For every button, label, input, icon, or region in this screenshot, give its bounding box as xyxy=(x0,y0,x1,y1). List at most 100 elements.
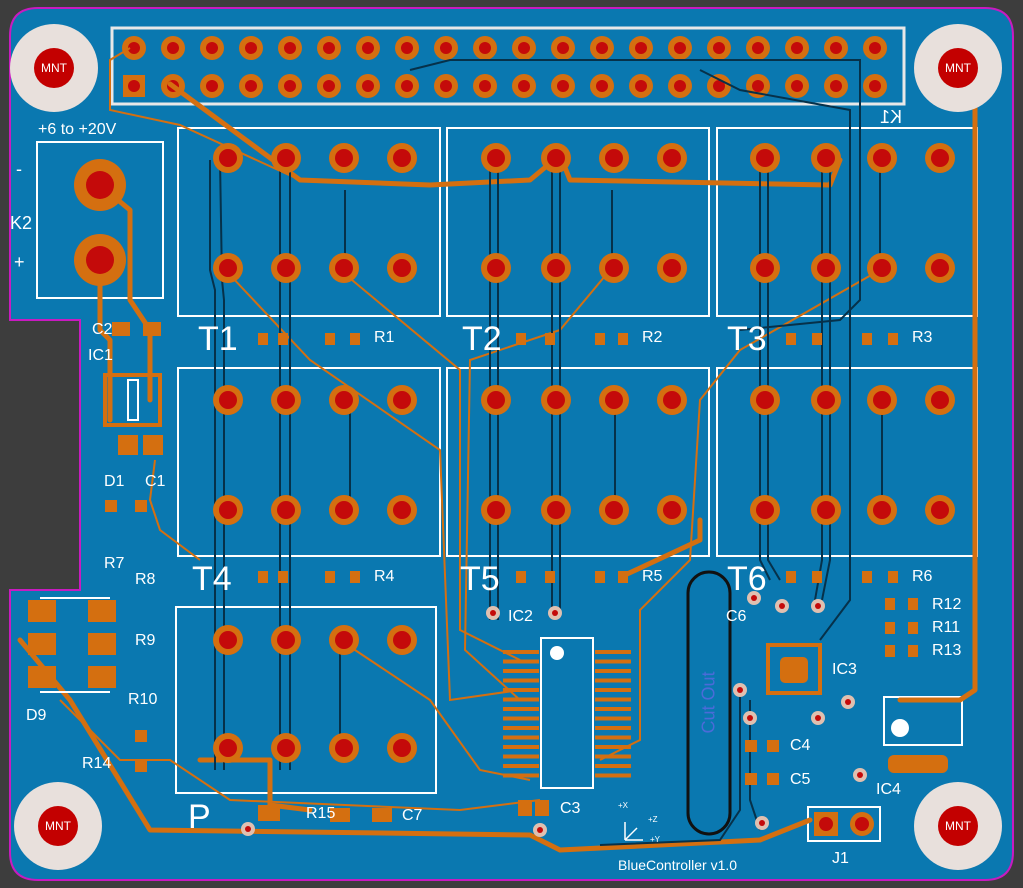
relay-pad xyxy=(387,385,417,415)
header-pin xyxy=(123,75,145,97)
c2-label: C2 xyxy=(92,321,113,338)
relay-pad xyxy=(599,253,629,283)
relay-pad xyxy=(541,385,571,415)
header-pin xyxy=(707,36,731,60)
d9-pads xyxy=(28,600,116,688)
header-pin xyxy=(434,36,458,60)
relay-pad xyxy=(657,495,687,525)
r10-label: R10 xyxy=(128,691,158,708)
relay-outline-1 xyxy=(177,127,441,317)
header-pin xyxy=(668,36,692,60)
r3-label: R3 xyxy=(912,329,933,346)
relay-pad xyxy=(481,253,511,283)
relay-pad xyxy=(599,495,629,525)
c7-label: C7 xyxy=(402,807,423,824)
header-pin xyxy=(824,74,848,98)
header-pin xyxy=(356,74,380,98)
header-pin xyxy=(200,36,224,60)
r8-label: R8 xyxy=(135,571,156,588)
header-pin xyxy=(785,36,809,60)
axis-z-label: +Z xyxy=(648,815,658,824)
ic2-leg xyxy=(595,716,631,721)
ic2-leg xyxy=(503,735,539,740)
ic2-leg xyxy=(595,669,631,673)
c3-label: C3 xyxy=(560,800,581,817)
relay-pad xyxy=(541,253,571,283)
relay-pad xyxy=(271,625,301,655)
relay-pad xyxy=(925,385,955,415)
relay-pad xyxy=(387,733,417,763)
ic2-leg xyxy=(503,669,539,673)
d9-label: D9 xyxy=(26,707,47,724)
header-pin xyxy=(317,36,341,60)
ic2-leg xyxy=(595,735,631,740)
relay-pad xyxy=(750,253,780,283)
ic2-leg xyxy=(595,659,631,664)
header-pin xyxy=(551,36,575,60)
r1-label: R1 xyxy=(374,329,395,346)
r14-label: R14 xyxy=(82,755,112,772)
relay-pad xyxy=(867,253,897,283)
header-pin xyxy=(629,36,653,60)
trace-bottom-rail xyxy=(17,637,813,853)
mount-hole-bottom-left: MNT xyxy=(38,806,78,846)
relay-pad xyxy=(481,143,511,173)
ic1-label: IC1 xyxy=(88,347,113,364)
header-pin xyxy=(629,74,653,98)
r13-label: R13 xyxy=(932,642,962,659)
relay-pad xyxy=(867,495,897,525)
terminal-t2-label: T2 xyxy=(462,320,502,358)
relay-pad xyxy=(657,143,687,173)
terminal-t3-label: T3 xyxy=(727,320,767,358)
relay-outline-2 xyxy=(446,127,710,317)
mount-hole-top-left: MNT xyxy=(34,48,74,88)
ic2-leg xyxy=(503,726,539,730)
relay-pad xyxy=(599,385,629,415)
mount-hole-top-right: MNT xyxy=(938,48,978,88)
relay-pad xyxy=(271,143,301,173)
relay-pad xyxy=(271,253,301,283)
ic2-leg xyxy=(595,754,631,759)
axis-x-label: +X xyxy=(618,801,629,810)
terminal-t5-label: T5 xyxy=(460,560,500,598)
header-pin xyxy=(863,74,887,98)
j1-outline xyxy=(807,806,881,842)
axis-y-label: +Y xyxy=(650,835,661,844)
k1-label: K1 xyxy=(880,107,903,127)
header-pin xyxy=(239,74,263,98)
header-pin xyxy=(239,36,263,60)
c6-label: C6 xyxy=(726,608,747,625)
relay-pad xyxy=(213,143,243,173)
header-pin xyxy=(356,36,380,60)
trace-power-1 xyxy=(97,182,153,403)
header-pin xyxy=(317,74,341,98)
ic2-leg xyxy=(503,697,539,702)
relay-pad xyxy=(329,733,359,763)
ic1-body xyxy=(103,373,162,427)
relay-pad xyxy=(387,495,417,525)
ic2-leg xyxy=(503,716,539,721)
ic2-leg xyxy=(503,688,539,692)
r12-label: R12 xyxy=(932,596,962,613)
minus-label: - xyxy=(16,159,22,179)
relay-pad xyxy=(329,495,359,525)
relay-pad xyxy=(925,495,955,525)
ic2-leg xyxy=(503,659,539,664)
relay-pad xyxy=(867,143,897,173)
c1-label: C1 xyxy=(145,473,166,490)
relay-outline-p xyxy=(175,606,437,794)
relay-pad xyxy=(481,495,511,525)
relay-pad xyxy=(750,143,780,173)
ic2-outline xyxy=(540,637,594,789)
terminal-t4-label: T4 xyxy=(192,560,232,598)
relay-pad xyxy=(811,143,841,173)
relay-pad xyxy=(481,385,511,415)
header-pin xyxy=(122,36,146,60)
header-pin xyxy=(590,74,614,98)
relay-pad xyxy=(750,385,780,415)
trace-t5-r5 xyxy=(622,517,703,578)
relay-pad xyxy=(925,143,955,173)
header-pin xyxy=(278,74,302,98)
header-pin xyxy=(161,36,185,60)
